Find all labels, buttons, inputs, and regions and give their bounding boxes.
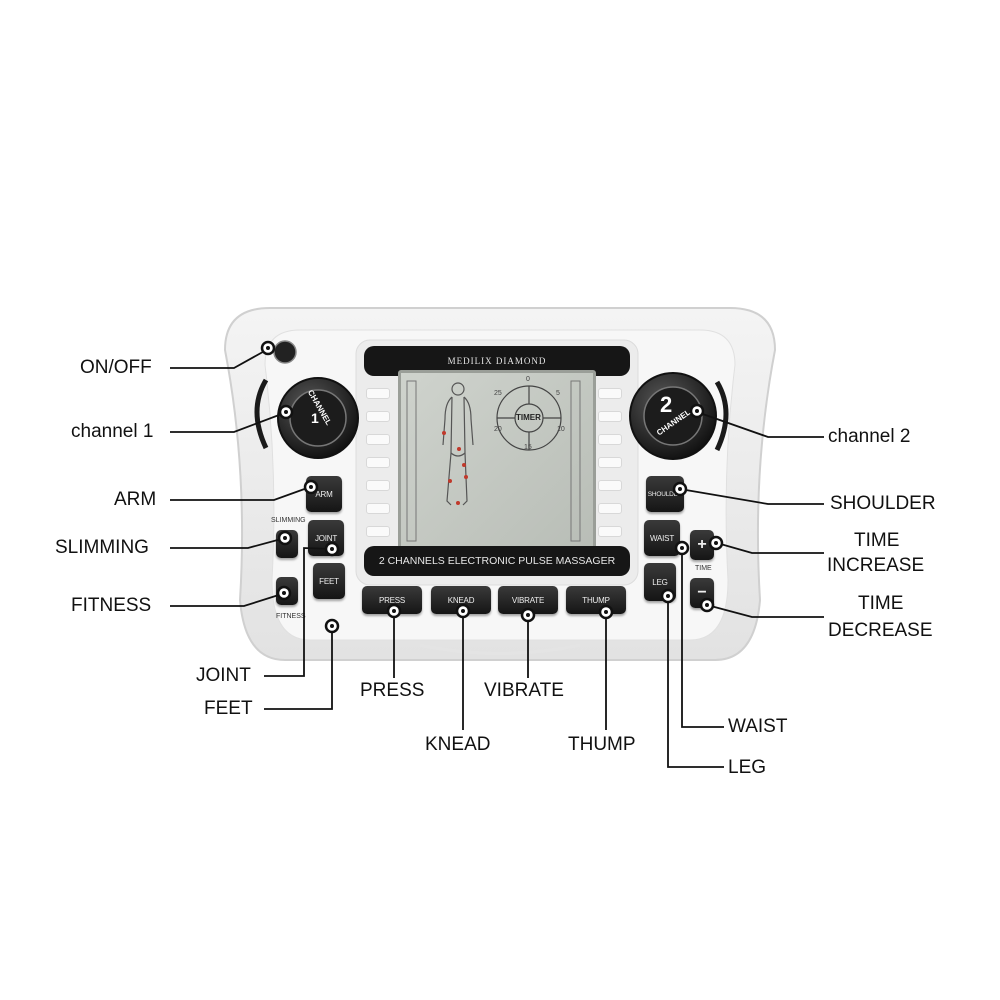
callout-joint: JOINT [196,665,251,686]
callout-time-increase-line1: TIME [854,530,900,551]
shoulder-button[interactable]: SHOULDER [646,476,684,512]
timer-label: TIMER [516,413,541,422]
time-increase-button[interactable]: + [690,530,714,560]
callout-shoulder: SHOULDER [830,493,936,514]
callout-knead: KNEAD [425,734,491,755]
knead-button[interactable]: KNEAD [431,586,491,614]
timer-mark: 0 [526,376,530,383]
left-level-bar [366,503,390,514]
callout-press: PRESS [360,680,425,701]
callout-arm: ARM [114,489,157,510]
left-level-bar [366,388,390,399]
timer-mark: 5 [556,390,560,397]
press-button[interactable]: PRESS [362,586,422,614]
right-level-bar [598,434,622,445]
callout-time-decrease-line2: DECREASE [828,620,933,641]
slimming-caption: SLIMMING [271,517,306,524]
timer-mark: 15 [524,444,532,451]
right-level-bar [598,411,622,422]
channel1-knob[interactable] [278,378,358,458]
vibrate-button[interactable]: VIBRATE [498,586,558,614]
callout-fitness: FITNESS [71,595,152,616]
timer-mark: 10 [557,426,565,433]
callout-waist: WAIST [728,716,788,737]
leg-button[interactable]: LEG [644,563,676,601]
power-button[interactable] [274,341,296,363]
feet-button[interactable]: FEET [313,563,345,599]
product-banner: 2 CHANNELS ELECTRONIC PULSE MASSAGER [364,546,630,576]
fitness-caption: FITNESS [276,613,306,620]
callout-feet: FEET [204,698,253,719]
slimming-button[interactable] [276,530,298,558]
callout-time-decrease-line1: TIME [858,593,904,614]
left-level-bar [366,457,390,468]
callout-leg: LEG [728,757,767,778]
timer-mark: 25 [494,390,502,397]
callout-slimming: SLIMMING [55,537,149,558]
body-figure-icon [442,382,474,506]
thump-button[interactable]: THUMP [566,586,626,614]
channel2-knob[interactable] [630,373,716,459]
fitness-button[interactable] [276,577,298,605]
time-caption: TIME [695,565,712,572]
right-level-bar [598,480,622,491]
callout-channel1: channel 1 [71,421,154,442]
right-level-bar [598,388,622,399]
arm-button[interactable]: ARM [306,476,342,512]
channel2-knob-number: 2 [660,392,673,417]
right-level-bar [598,526,622,537]
timer-dial [496,385,562,451]
left-level-bar [366,526,390,537]
channel1-knob-number: 1 [311,410,319,426]
callout-time-increase-line2: INCREASE [827,555,925,576]
waist-button[interactable]: WAIST [644,520,680,556]
joint-button[interactable]: JOINT [308,520,344,556]
callout-vibrate: VIBRATE [484,680,564,701]
callout-on-off: ON/OFF [80,357,152,378]
right-level-bar [598,457,622,468]
right-level-bar [598,503,622,514]
timer-mark: 20 [494,426,502,433]
left-level-bar [366,480,390,491]
lcd-screen: 0 5 10 15 20 25 TIMER [398,370,596,558]
left-level-bar [366,411,390,422]
callout-channel2: channel 2 [828,426,911,447]
left-level-bar [366,434,390,445]
callout-thump: THUMP [568,734,636,755]
time-decrease-button[interactable]: − [690,578,714,608]
